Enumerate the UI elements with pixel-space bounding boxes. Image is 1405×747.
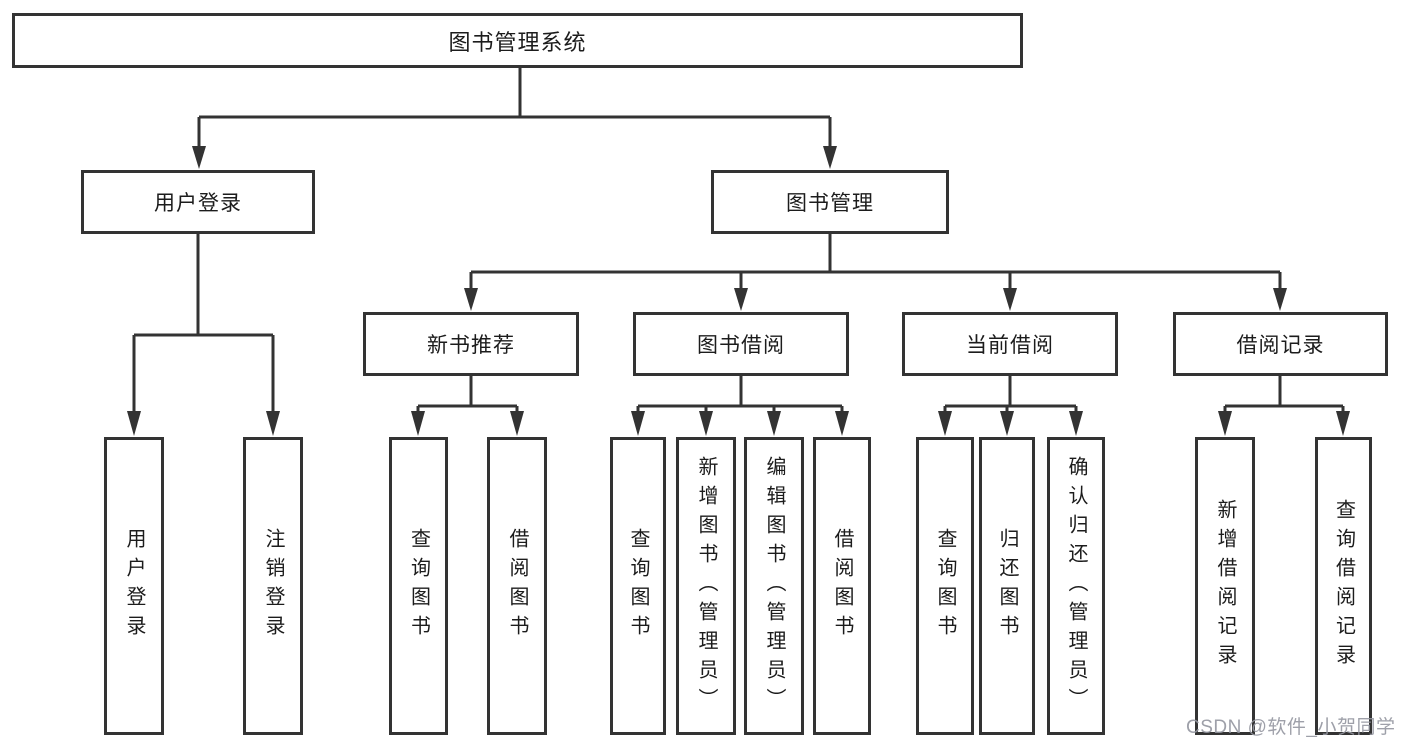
leaf-label: 归还图书 [996, 528, 1018, 644]
node-borrow-record: 借阅记录 [1173, 312, 1388, 376]
leaf-label: 编辑图书（管理员） [763, 455, 785, 717]
node-root-system: 图书管理系统 [12, 13, 1023, 68]
leaf-query-book-recommend: 查询图书 [389, 437, 448, 735]
node-label: 用户登录 [154, 192, 242, 215]
node-label: 新书推荐 [427, 334, 515, 357]
leaf-label: 新增图书（管理员） [695, 455, 717, 717]
leaf-query-book-borrow: 查询图书 [610, 437, 666, 735]
leaf-label: 注销登录 [262, 528, 284, 644]
leaf-add-borrow-record: 新增借阅记录 [1195, 437, 1255, 735]
node-label: 图书管理系统 [448, 29, 587, 55]
leaf-label: 借阅图书 [831, 528, 853, 644]
node-label: 图书借阅 [697, 334, 785, 357]
leaf-return-book: 归还图书 [979, 437, 1035, 735]
node-book-borrow: 图书借阅 [633, 312, 849, 376]
leaf-borrow-book: 借阅图书 [813, 437, 871, 735]
leaf-label: 借阅图书 [506, 528, 528, 644]
leaf-label: 查询借阅记录 [1332, 499, 1355, 673]
node-label: 图书管理 [786, 192, 874, 215]
leaf-query-book-current: 查询图书 [916, 437, 974, 735]
node-label: 当前借阅 [966, 334, 1054, 357]
node-label: 借阅记录 [1236, 334, 1325, 357]
csdn-watermark: CSDN @软件_小贺同学 [1186, 717, 1396, 738]
leaf-query-borrow-record: 查询借阅记录 [1315, 437, 1372, 735]
connector-strokes [132, 68, 1345, 412]
leaf-logout: 注销登录 [243, 437, 303, 735]
leaf-user-login: 用户登录 [104, 437, 164, 735]
node-new-book-recommend: 新书推荐 [363, 312, 579, 376]
leaf-label: 新增借阅记录 [1214, 499, 1236, 673]
leaf-label: 确认归还（管理员） [1065, 455, 1087, 717]
leaf-label: 查询图书 [627, 528, 649, 644]
node-book-management: 图书管理 [711, 170, 949, 234]
leaf-confirm-return-admin: 确认归还（管理员） [1047, 437, 1105, 735]
node-current-borrow: 当前借阅 [902, 312, 1118, 376]
leaf-add-book-admin: 新增图书（管理员） [676, 437, 736, 735]
node-user-login: 用户登录 [81, 170, 315, 234]
leaf-label: 查询图书 [407, 528, 430, 644]
leaf-edit-book-admin: 编辑图书（管理员） [744, 437, 804, 735]
leaf-borrow-book-recommend: 借阅图书 [487, 437, 547, 735]
leaf-label: 用户登录 [123, 528, 145, 644]
leaf-label: 查询图书 [934, 528, 956, 644]
arrowheads [127, 146, 1350, 436]
